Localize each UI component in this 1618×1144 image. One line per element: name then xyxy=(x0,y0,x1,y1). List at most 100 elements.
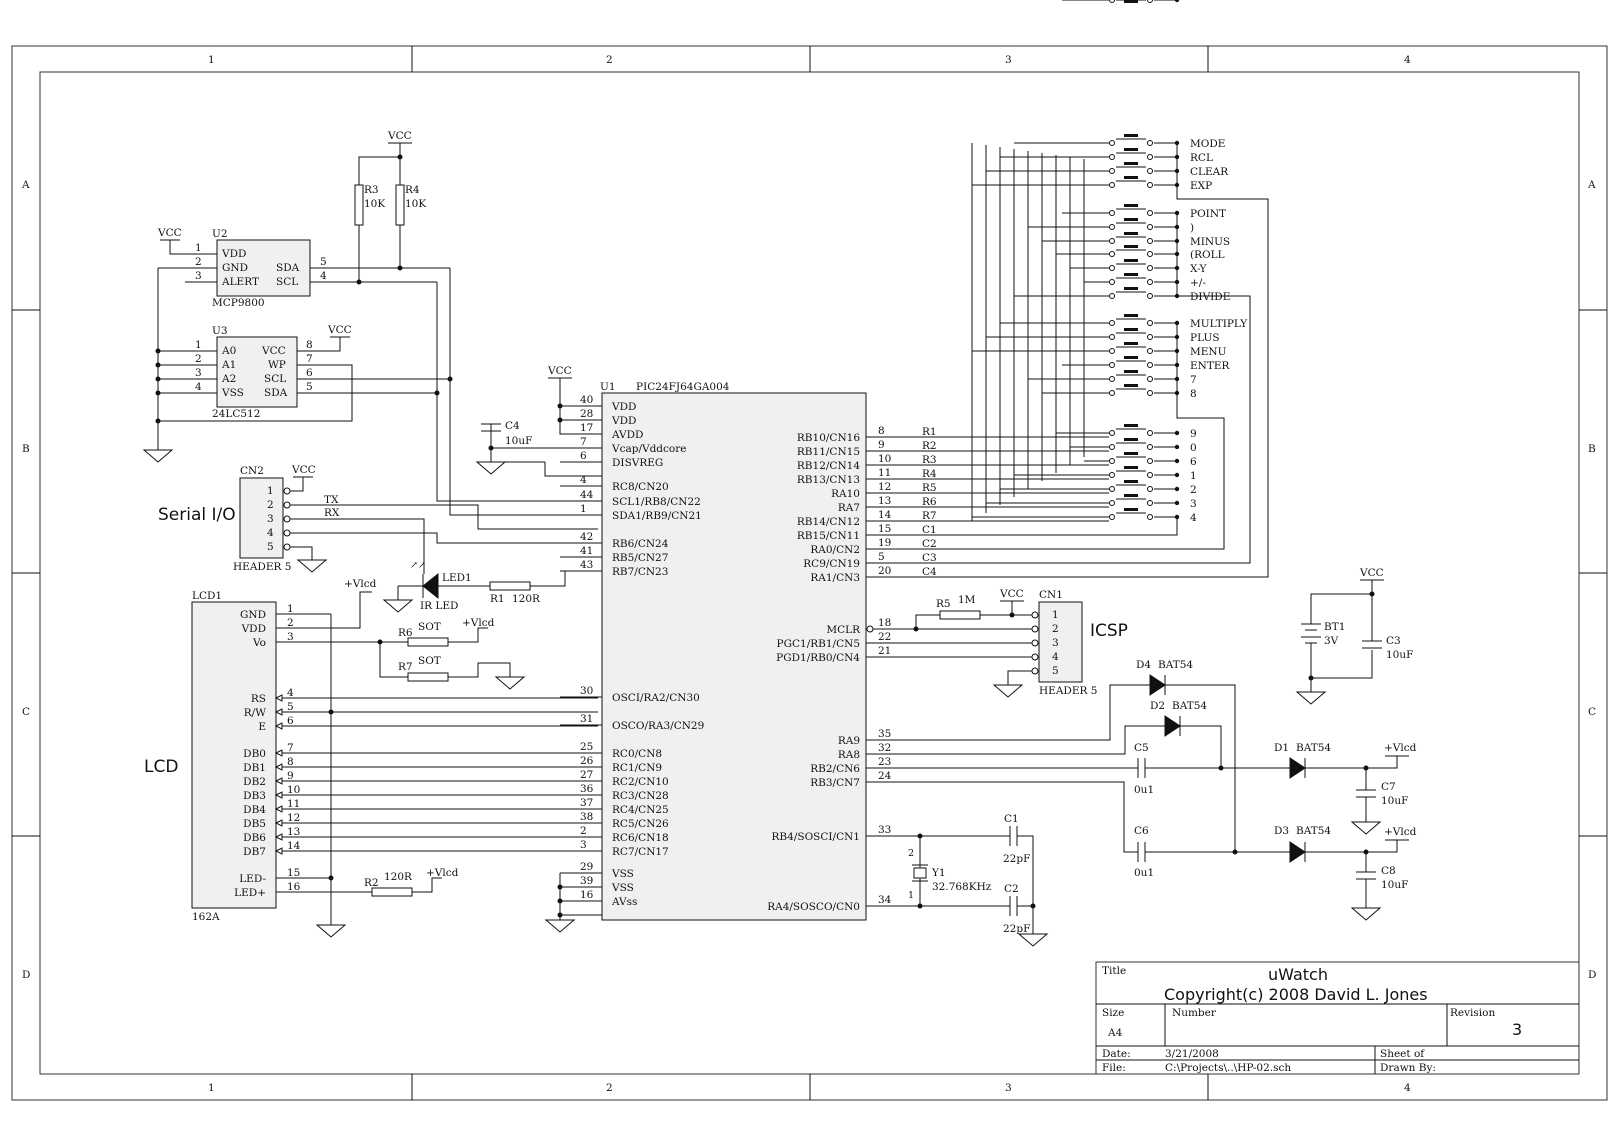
frame-col-label: 2 xyxy=(606,1082,613,1094)
u1-pin-name: RB3/CN7 xyxy=(810,777,860,789)
d2-ref: D2 xyxy=(1150,700,1165,712)
led1-value: IR LED xyxy=(420,600,458,612)
u3-pin-name: A2 xyxy=(221,373,236,385)
bt1-value: 3V xyxy=(1324,635,1339,647)
vcc-label: VCC xyxy=(157,227,182,239)
r6-value: SOT xyxy=(418,621,441,633)
vcc-label: VCC xyxy=(387,130,412,142)
frame-row-label: B xyxy=(22,443,30,455)
net-label: R2 xyxy=(922,440,937,452)
u1-pin-name: RC9/CN19 xyxy=(803,558,860,570)
lcd-pin-num: 13 xyxy=(287,826,300,838)
u1-pin-num: 37 xyxy=(580,797,593,809)
i2c-bus xyxy=(434,268,598,516)
cn1-ref: CN1 xyxy=(1039,589,1063,601)
u2-pin-name: VDD xyxy=(221,248,246,260)
lcd-pin-name: LED- xyxy=(239,873,266,885)
lcd-pin-name: DB1 xyxy=(243,762,266,774)
lcd-label: LCD xyxy=(144,757,178,777)
u1-pin-name: OSCI/RA2/CN30 xyxy=(612,692,700,704)
u1-pin-num: 5 xyxy=(878,551,885,563)
net-label: C3 xyxy=(922,552,937,564)
frame-col-label: 1 xyxy=(208,1082,215,1094)
u1-pin-num: 35 xyxy=(878,728,891,740)
net-label: R4 xyxy=(922,468,937,480)
u1-pin-num: 4 xyxy=(580,474,587,486)
file-label: File: xyxy=(1102,1062,1126,1074)
button-label: +/- xyxy=(1190,277,1206,289)
u1-pin-num: 42 xyxy=(580,531,593,543)
cn2-ref: CN2 xyxy=(240,465,264,477)
u1-pin-name: PGC1/RB1/CN5 xyxy=(777,638,860,650)
lcd-pin-num: 3 xyxy=(287,631,294,643)
u1-pin-num: 1 xyxy=(580,503,587,515)
u1-pin-name: DISVREG xyxy=(612,457,663,469)
u1-pin-name: RA0/CN2 xyxy=(810,544,860,556)
title-label: Title xyxy=(1102,965,1126,977)
u1-right-pins: 8RB10/CN169RB11/CN1510RB12/CN1411RB13/CN… xyxy=(767,425,937,913)
vlcd-label: +Vlcd xyxy=(1384,826,1417,838)
r1-value: 120R xyxy=(512,593,541,605)
button-label: 9 xyxy=(1190,428,1197,440)
button-label: 0 xyxy=(1190,442,1197,454)
cn2-part: HEADER 5 xyxy=(233,561,291,573)
crystal-oscillator: C1 22pF C2 22pF Y1 32.768KHz 2 1 xyxy=(866,813,1049,947)
button-label: 7 xyxy=(1190,374,1197,386)
c5-ref: C5 xyxy=(1134,742,1149,754)
u1-pin-name: RB5/CN27 xyxy=(612,552,668,564)
r5-value: 1M xyxy=(958,594,976,606)
lcd-pin-num: 4 xyxy=(287,687,294,699)
lcd-pin-num: 16 xyxy=(287,881,301,893)
u1-pin-name: RB13/CN13 xyxy=(797,474,860,486)
u1-pin-num: 15 xyxy=(878,523,891,535)
lcd-pin-num: 7 xyxy=(287,742,294,754)
r5-ref: R5 xyxy=(936,598,951,610)
d1-ref: D1 xyxy=(1274,742,1289,754)
u2-part: MCP9800 xyxy=(212,297,265,309)
lcd-pin-name: DB4 xyxy=(243,804,266,816)
r3-ref: R3 xyxy=(364,184,379,196)
u1-pin-num: 10 xyxy=(878,453,891,465)
u1-pin-name: SDA1/RB9/CN21 xyxy=(612,510,702,522)
lcd-pin-num: 14 xyxy=(287,840,301,852)
u2-ref: U2 xyxy=(212,228,228,240)
cn2-pin: 3 xyxy=(267,513,274,525)
vcc-label: VCC xyxy=(1359,567,1384,579)
r2-value: 120R xyxy=(384,871,413,883)
vcc-label: VCC xyxy=(291,464,316,476)
button-label: MULTIPLY xyxy=(1190,318,1248,330)
frame-col-label: 4 xyxy=(1404,1082,1411,1094)
net-label: R7 xyxy=(922,510,937,522)
vlcd-label: +Vlcd xyxy=(1384,742,1417,754)
button-label: 5 xyxy=(1190,0,1197,3)
u1-pin-name: MCLR xyxy=(826,624,861,636)
c3-value: 10uF xyxy=(1386,649,1413,661)
title-block: Title uWatch Copyright(c) 2008 David L. … xyxy=(1095,961,1580,1075)
u2-pin-num: 3 xyxy=(195,270,202,282)
r1-ref: R1 xyxy=(490,593,505,605)
u3-pin-num: 2 xyxy=(195,353,202,365)
u1-pin-name: RB10/CN16 xyxy=(797,432,860,444)
u1-pin-num: 2 xyxy=(580,825,587,837)
u1-pin-name: RB4/SOSCI/CN1 xyxy=(772,831,860,843)
u1-left-pins: 40VDD28VDD17AVDD7Vcap/Vddcore6DISVREG4RC… xyxy=(560,394,704,908)
lcd-pin-name: DB7 xyxy=(243,846,266,858)
u1-pin-num: 26 xyxy=(580,755,594,767)
u1-pin-num: 13 xyxy=(878,495,891,507)
lcd-pin-name: GND xyxy=(240,609,266,621)
d4-part: BAT54 xyxy=(1158,659,1193,671)
vlcd-label: +Vlcd xyxy=(426,867,459,879)
u1-pin-name: RB2/CN6 xyxy=(810,763,860,775)
date-value: 3/21/2008 xyxy=(1165,1048,1219,1060)
cn2-pin: 4 xyxy=(267,527,274,539)
lcd-pin-name: E xyxy=(258,721,266,733)
u1-pin-num: 30 xyxy=(580,685,593,697)
cn1-pin: 3 xyxy=(1052,637,1059,649)
frame-col-label: 1 xyxy=(208,54,215,66)
size-value: A4 xyxy=(1107,1027,1123,1039)
c1-value: 22pF xyxy=(1003,853,1030,865)
button-label: 6 xyxy=(1190,456,1197,468)
number-label: Number xyxy=(1172,1007,1217,1019)
net-label: R1 xyxy=(922,426,937,438)
u1-pin-name: RA7 xyxy=(838,502,860,514)
